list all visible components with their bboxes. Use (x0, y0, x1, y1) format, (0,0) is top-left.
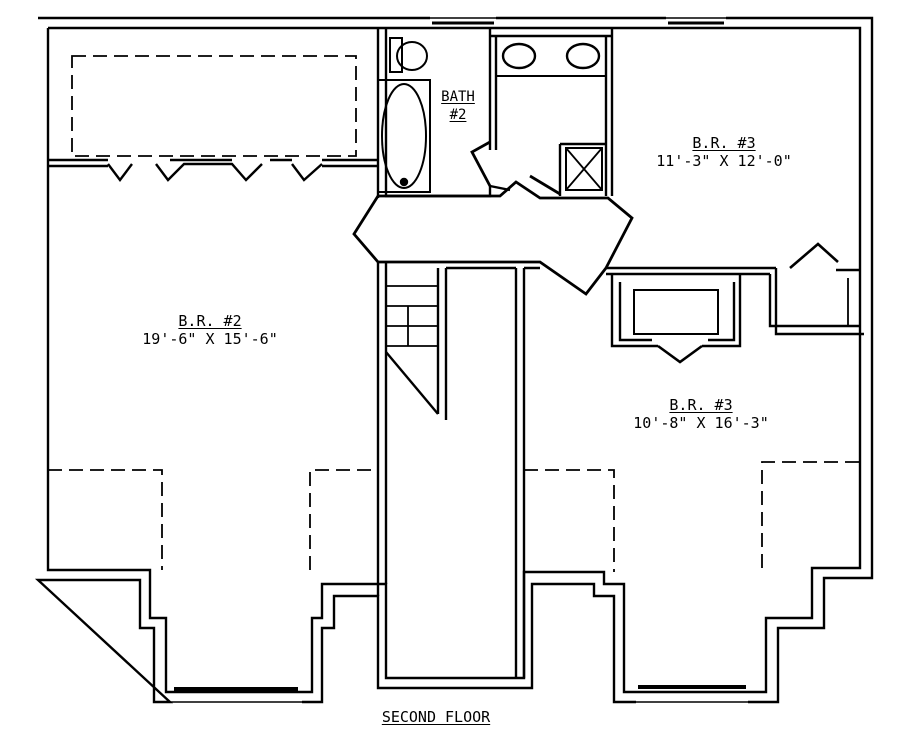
stair-hall-wall (446, 266, 540, 678)
br3-divider-wall (606, 266, 864, 336)
stair-wall-right (436, 268, 448, 420)
hall-partition (489, 28, 614, 196)
dormer-br2-left (48, 469, 163, 570)
exterior-wall-outer (34, 16, 874, 704)
room-label-br2: B.R. #2 19'-6" X 15'-6" (100, 312, 320, 348)
closet-shelf-br2 (71, 55, 357, 157)
room-number: #2 (449, 107, 467, 123)
br3-closet-lower-shelf (633, 289, 719, 335)
stair-break-line (385, 351, 439, 415)
br3-closet-upper (789, 242, 860, 272)
vanity-counter (495, 35, 607, 77)
room-label-bath2: BATH #2 (428, 88, 488, 124)
room-label-br3-lower: B.R. #3 10'-8" X 16'-3" (596, 396, 806, 432)
room-size: 11'-3" X 12'-0" (656, 152, 792, 170)
dormer-br2-right (309, 469, 378, 570)
window-bottom-left (170, 691, 302, 703)
room-label-br3-upper: B.R. #3 11'-3" X 12'-0" (624, 134, 824, 170)
room-name: BATH (441, 89, 475, 105)
window-top-left (430, 17, 496, 29)
hall-door-swing-2 (529, 174, 561, 196)
stair-wall-left (376, 262, 388, 596)
tub-drain-icon (399, 177, 409, 187)
dormer-br3-right (761, 461, 860, 568)
br3-upper-closet-shelf (769, 278, 849, 327)
room-name: B.R. #2 (178, 312, 242, 330)
toilet-tank-icon (389, 37, 403, 73)
sink-left-icon (501, 42, 537, 70)
toilet-bowl-icon (396, 41, 428, 71)
room-size: 19'-6" X 15'-6" (142, 330, 278, 348)
exterior-wall-inner (46, 26, 862, 694)
br3-closet-lower-walls (610, 274, 742, 348)
bifold-doors-br2 (107, 162, 323, 182)
room-name: B.R. #3 (692, 134, 756, 152)
linen-chase-x (565, 147, 603, 191)
room-name: B.R. #3 (669, 396, 733, 414)
dormer-br3-left (524, 469, 615, 572)
linen-chase-icon (565, 147, 603, 191)
sink-right-icon (565, 42, 601, 70)
br3-closet-door (657, 344, 703, 364)
closet-wall-br2 (48, 158, 378, 168)
plan-title: SECOND FLOOR (381, 708, 491, 726)
bath-door-swing (470, 140, 492, 187)
window-bottom-right (636, 691, 748, 703)
bathtub-icon (377, 79, 431, 193)
window-top-right (666, 17, 726, 29)
room-size: 10'-8" X 16'-3" (633, 414, 769, 432)
stair-treads (386, 285, 438, 347)
bathtub-basin-icon (381, 83, 427, 189)
hall-door-swing-1 (352, 180, 634, 296)
